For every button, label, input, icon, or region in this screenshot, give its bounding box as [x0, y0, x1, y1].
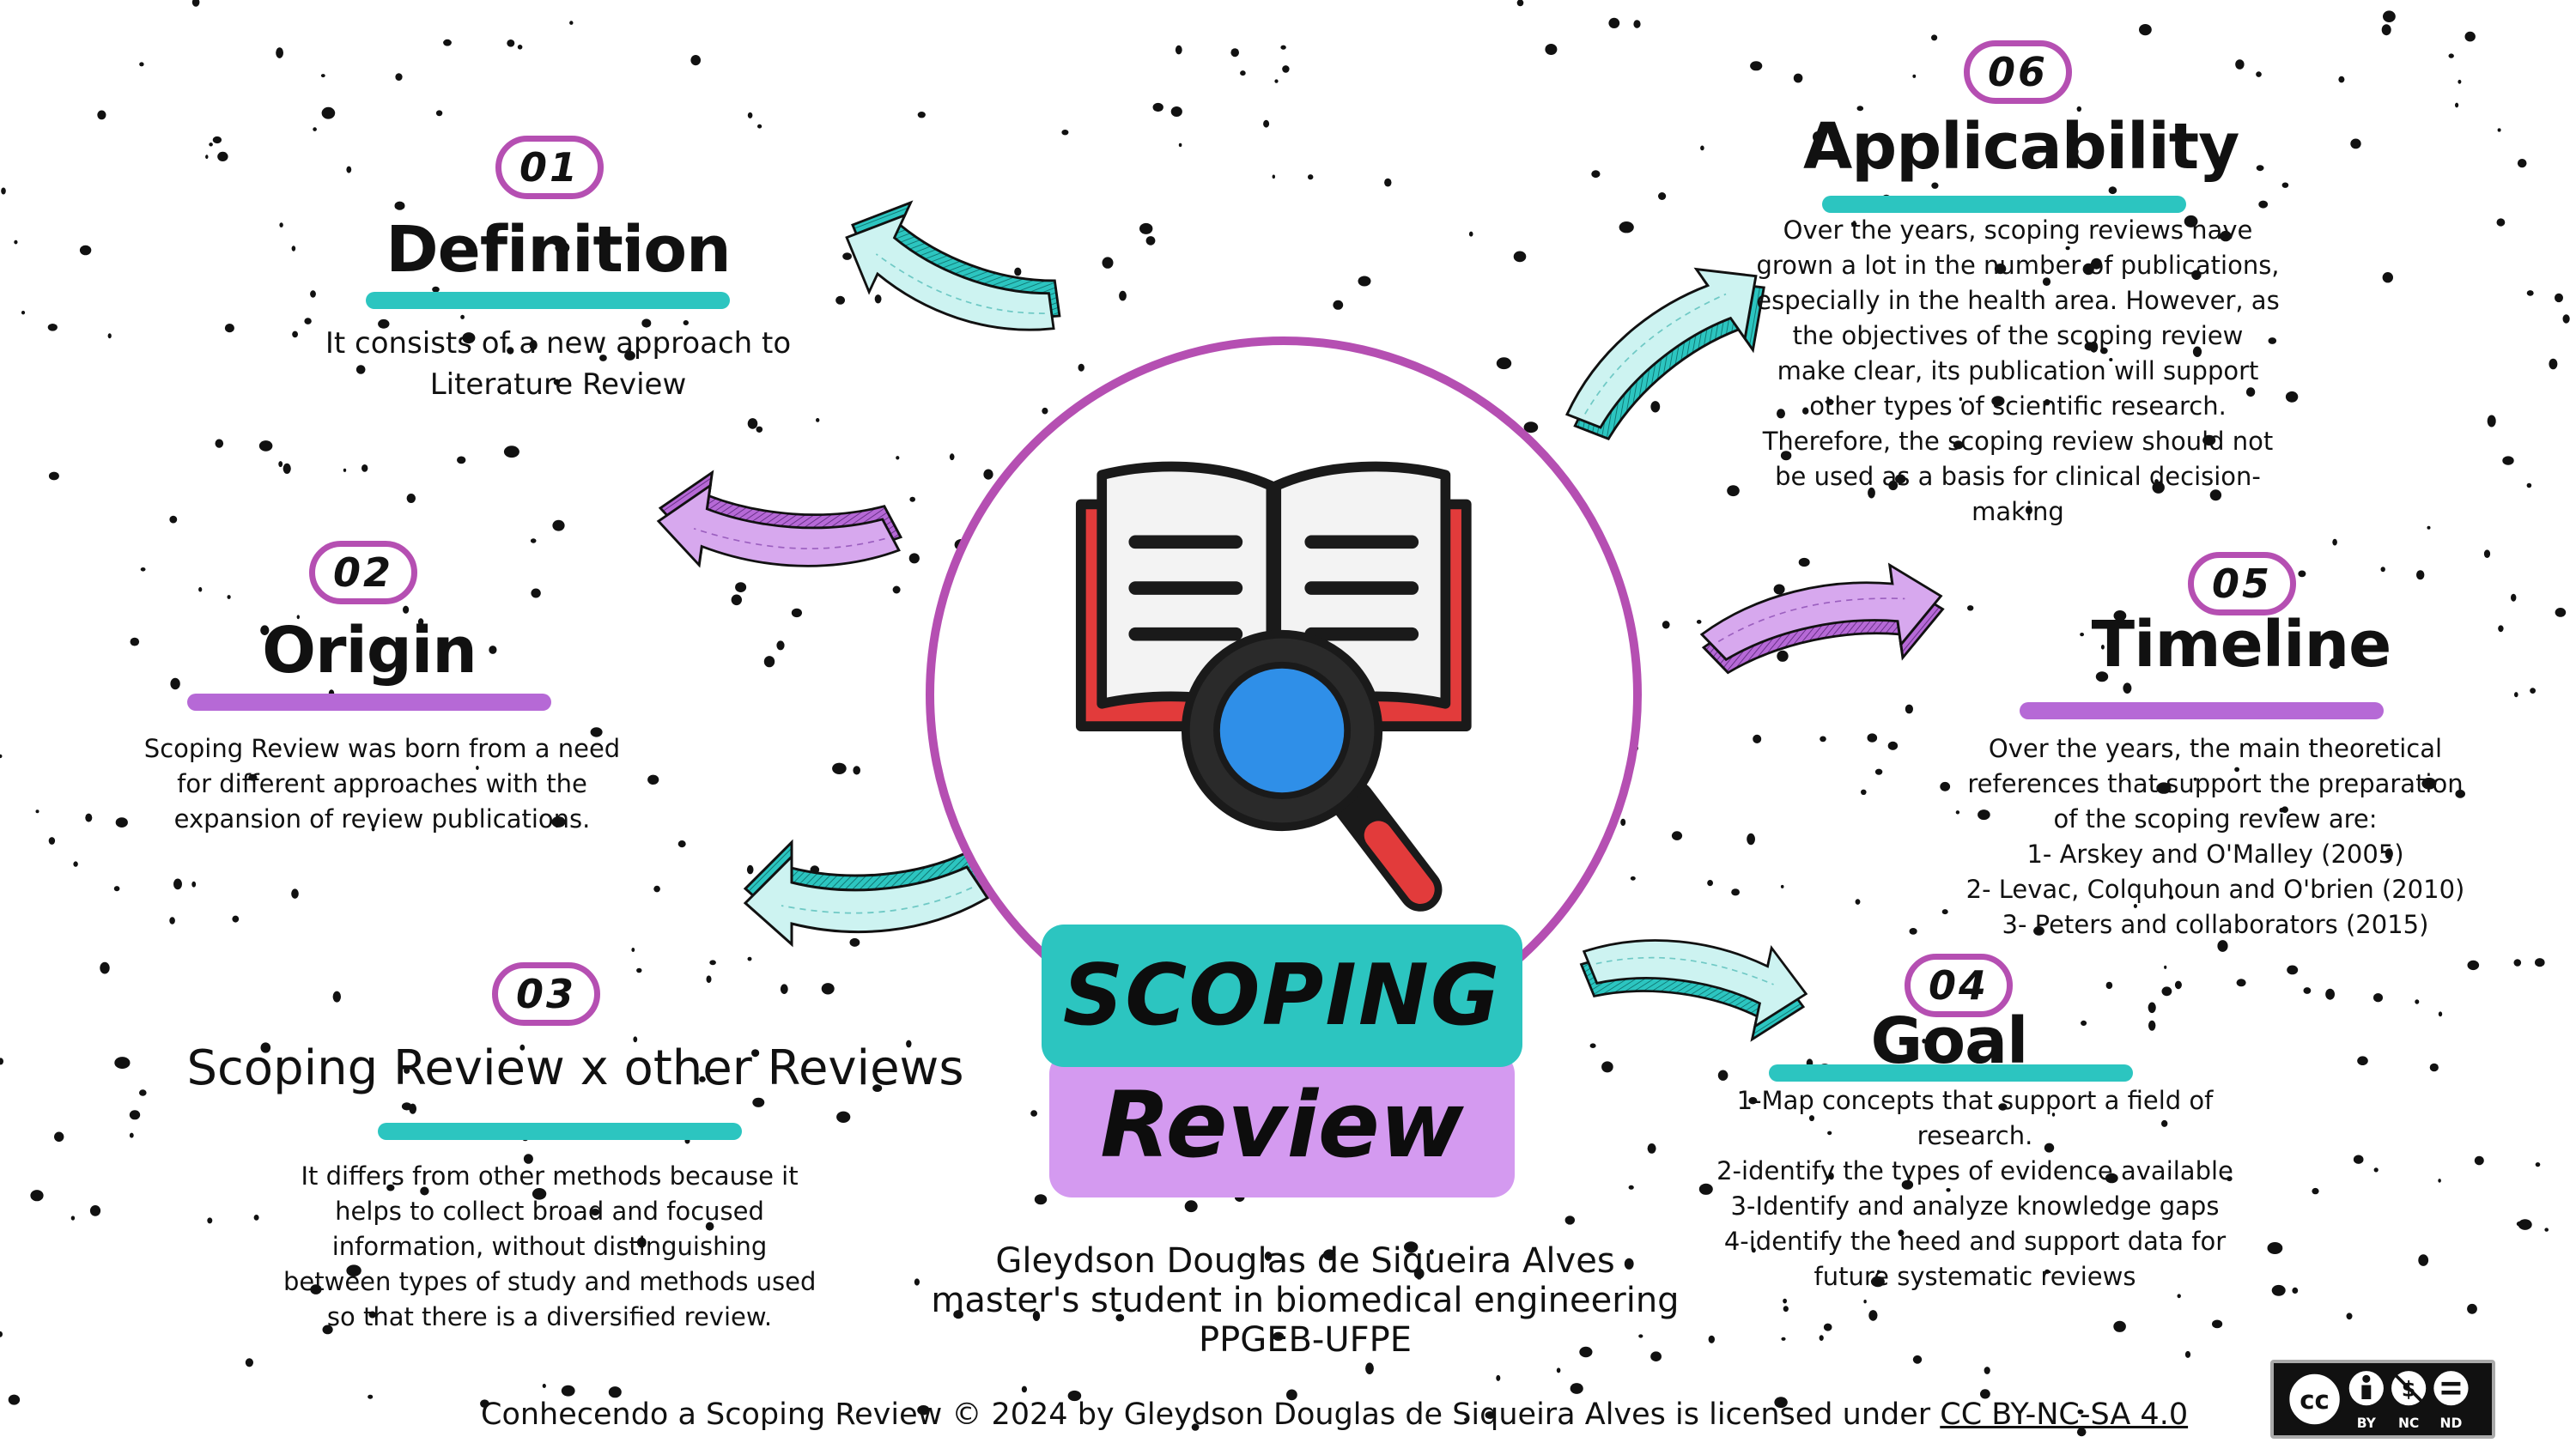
desc-goal: 1-Map concepts that support a field of r… — [1716, 1086, 2233, 1291]
license-text: Conhecendo a Scoping Review © 2024 by Gl… — [481, 1397, 1931, 1432]
author-block: Gleydson Douglas de Siqueira Alves maste… — [859, 1241, 1752, 1360]
title-definition: Definition — [386, 213, 731, 287]
arrow-other-reviews-icon — [743, 839, 990, 948]
underline-origin — [187, 694, 551, 711]
badge-05: 05 — [2188, 552, 2296, 615]
desc-applicability: Over the years, scoping reviews have gro… — [1756, 215, 2280, 526]
cc-label-nd: ND — [2439, 1416, 2462, 1431]
arrow-applicability-icon — [1564, 267, 1765, 441]
desc-timeline: Over the years, the main theoretical ref… — [1965, 734, 2465, 939]
underline-goal — [1769, 1064, 2133, 1082]
badge-04: 04 — [1905, 954, 2013, 1017]
author-name: Gleydson Douglas de Siqueira Alves — [995, 1241, 1615, 1281]
desc-origin: Scoping Review was born from a need for … — [143, 734, 621, 834]
svg-text:cc: cc — [2300, 1385, 2330, 1415]
badge-02: 02 — [309, 541, 417, 604]
center-label-review: Review — [1049, 1052, 1515, 1197]
cc-label-by: BY — [2357, 1416, 2377, 1431]
desc-other-reviews: It differs from other methods because it… — [283, 1161, 817, 1331]
underline-definition — [366, 292, 730, 309]
badge-01: 01 — [495, 136, 604, 199]
cc-icon — [2286, 1371, 2343, 1428]
nd-icon — [2433, 1371, 2469, 1406]
underline-applicability — [1822, 196, 2186, 213]
arrow-origin-icon — [656, 470, 903, 568]
title-other-reviews: Scoping Review x other Reviews — [186, 1040, 964, 1096]
arrow-timeline-icon — [1699, 562, 1945, 675]
badge-03: 03 — [492, 962, 600, 1026]
underline-other-reviews — [378, 1123, 742, 1140]
cc-label-nc: NC — [2398, 1416, 2419, 1431]
title-origin: Origin — [262, 614, 477, 688]
book-magnifier-icon — [1075, 461, 1472, 912]
title-applicability: Applicability — [1803, 110, 2239, 184]
title-goal: Goal — [1870, 1004, 2029, 1078]
cc-license-badge[interactable]: cc $ BY NC ND — [2270, 1360, 2495, 1439]
author-institution: PPGEB-UFPE — [1198, 1320, 1413, 1360]
desc-definition: It consists of a new approach to Literat… — [325, 326, 792, 402]
license-line: Conhecendo a Scoping Review © 2024 by Gl… — [481, 1397, 2198, 1432]
underline-timeline — [2020, 702, 2384, 719]
center-label-scoping: SCOPING — [1042, 925, 1522, 1067]
badge-06: 06 — [1964, 40, 2072, 104]
arrow-goal-icon — [1579, 939, 1808, 1042]
author-role: master's student in biomedical engineeri… — [931, 1281, 1680, 1320]
arrow-definition-icon — [845, 200, 1061, 331]
title-timeline: Timeline — [2091, 608, 2392, 682]
license-link[interactable]: CC BY-NC-SA 4.0 — [1940, 1397, 2189, 1432]
